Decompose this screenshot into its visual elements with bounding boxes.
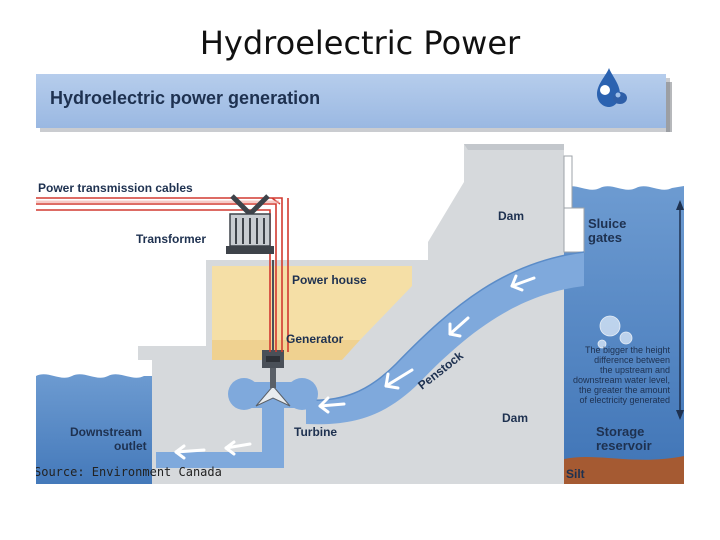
downstream-water: [36, 374, 152, 484]
banner: Hydroelectric power generation: [36, 74, 672, 132]
note-line-5: the greater the amount: [579, 385, 671, 395]
generator: [262, 260, 284, 368]
source-credit: Source: Environment Canada: [36, 465, 222, 479]
note-line-4: downstream water level,: [573, 375, 670, 385]
label-storage: Storage: [596, 424, 644, 439]
banner-title: Hydroelectric power generation: [50, 88, 320, 108]
slide-title: Hydroelectric Power: [199, 24, 521, 62]
note-line-2: difference between: [594, 355, 670, 365]
water-level-arrow: [676, 200, 684, 420]
label-transformer: Transformer: [136, 232, 206, 246]
label-power-house: Power house: [292, 273, 367, 287]
turbine-chamber: [156, 364, 318, 468]
power-house: [212, 266, 412, 360]
label-gates: gates: [588, 230, 622, 245]
note-line-3: the upstream and: [600, 365, 670, 375]
note-line-1: The bigger the height: [585, 345, 671, 355]
label-power-transmission-cables: Power transmission cables: [38, 181, 193, 195]
label-turbine: Turbine: [294, 425, 337, 439]
label-silt: Silt: [566, 467, 585, 481]
label-downstream: Downstream: [70, 425, 142, 439]
label-dam-top: Dam: [498, 209, 524, 223]
turbine-icon: [255, 364, 291, 407]
sluice-gate[interactable]: [563, 155, 585, 253]
label-reservoir: reservoir: [596, 438, 652, 453]
note-line-6: of electricity generated: [579, 395, 670, 405]
hydro-diagram: Hydroelectric power generation: [36, 64, 684, 484]
height-difference-note: The bigger the height difference between…: [573, 345, 671, 405]
label-sluice: Sluice: [588, 216, 626, 231]
label-outlet: outlet: [114, 439, 147, 453]
transformer-icon: [226, 194, 274, 254]
flow-arrows: [318, 274, 536, 414]
label-generator: Generator: [286, 332, 344, 346]
silt-layer: [564, 456, 684, 484]
penstock: [305, 251, 585, 425]
label-dam-bottom: Dam: [502, 411, 528, 425]
water-drop-icon: [597, 68, 627, 107]
bubbles: [597, 315, 633, 349]
